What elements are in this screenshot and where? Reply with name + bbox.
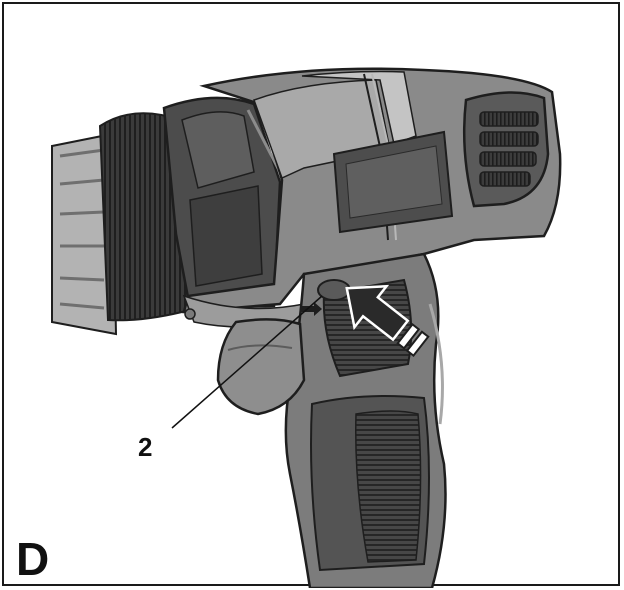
push-arrow-icon bbox=[345, 284, 430, 358]
torque-collar bbox=[162, 96, 286, 310]
drill-housing bbox=[182, 67, 562, 328]
leader-line bbox=[171, 295, 323, 429]
figure-letter: D bbox=[16, 533, 50, 585]
chuck-nose bbox=[51, 132, 118, 336]
trigger bbox=[216, 318, 306, 416]
vent-slots bbox=[479, 111, 539, 187]
forward-reverse-button bbox=[300, 279, 351, 316]
drill-illustration bbox=[51, 67, 562, 588]
callout-number: 2 bbox=[138, 432, 153, 462]
